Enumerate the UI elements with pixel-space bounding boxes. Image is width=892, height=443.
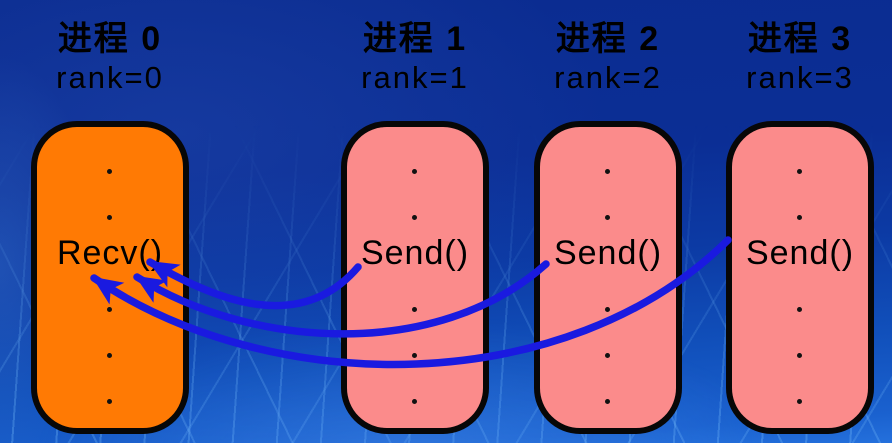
process-box-rank2: Send() — [534, 121, 682, 434]
process-1-heading: 进程 1 rank=1 — [315, 18, 515, 96]
code-ellipsis-dot — [107, 353, 112, 358]
code-ellipsis-dot — [107, 169, 112, 174]
process-2-title: 进程 2 — [555, 20, 661, 58]
code-ellipsis-dot — [412, 353, 417, 358]
code-ellipsis-dot — [605, 353, 610, 358]
process-1-rank-label: rank=1 — [361, 60, 469, 95]
process-0-heading: 进程 0 rank=0 — [10, 18, 210, 96]
process-box-rank0: Recv() — [31, 121, 189, 434]
code-ellipsis-dot — [605, 307, 610, 312]
recv-call-label: Recv() — [56, 234, 164, 272]
code-ellipsis-dot — [605, 215, 610, 220]
process-3-rank-label: rank=3 — [746, 60, 854, 95]
code-ellipsis-dot — [605, 399, 610, 404]
code-ellipsis-dot — [412, 399, 417, 404]
process-box-rank1: Send() — [341, 121, 489, 434]
code-ellipsis-dot — [107, 307, 112, 312]
process-box-rank3: Send() — [726, 121, 874, 434]
send-call-label: Send() — [553, 234, 663, 272]
code-ellipsis-dot — [797, 215, 802, 220]
process-3-heading: 进程 3 rank=3 — [700, 18, 892, 96]
process-3-title: 进程 3 — [747, 20, 853, 58]
process-0-rank-label: rank=0 — [56, 60, 164, 95]
code-ellipsis-dot — [107, 399, 112, 404]
code-ellipsis-dot — [797, 307, 802, 312]
send-call-label: Send() — [360, 234, 470, 272]
code-ellipsis-dot — [412, 169, 417, 174]
send-call-label: Send() — [745, 234, 855, 272]
code-ellipsis-dot — [797, 353, 802, 358]
process-0-title: 进程 0 — [57, 20, 163, 58]
code-ellipsis-dot — [107, 215, 112, 220]
code-ellipsis-dot — [797, 169, 802, 174]
process-1-title: 进程 1 — [362, 20, 468, 58]
process-2-rank-label: rank=2 — [554, 60, 662, 95]
process-2-heading: 进程 2 rank=2 — [508, 18, 708, 96]
code-ellipsis-dot — [412, 307, 417, 312]
code-ellipsis-dot — [797, 399, 802, 404]
code-ellipsis-dot — [605, 169, 610, 174]
code-ellipsis-dot — [412, 215, 417, 220]
